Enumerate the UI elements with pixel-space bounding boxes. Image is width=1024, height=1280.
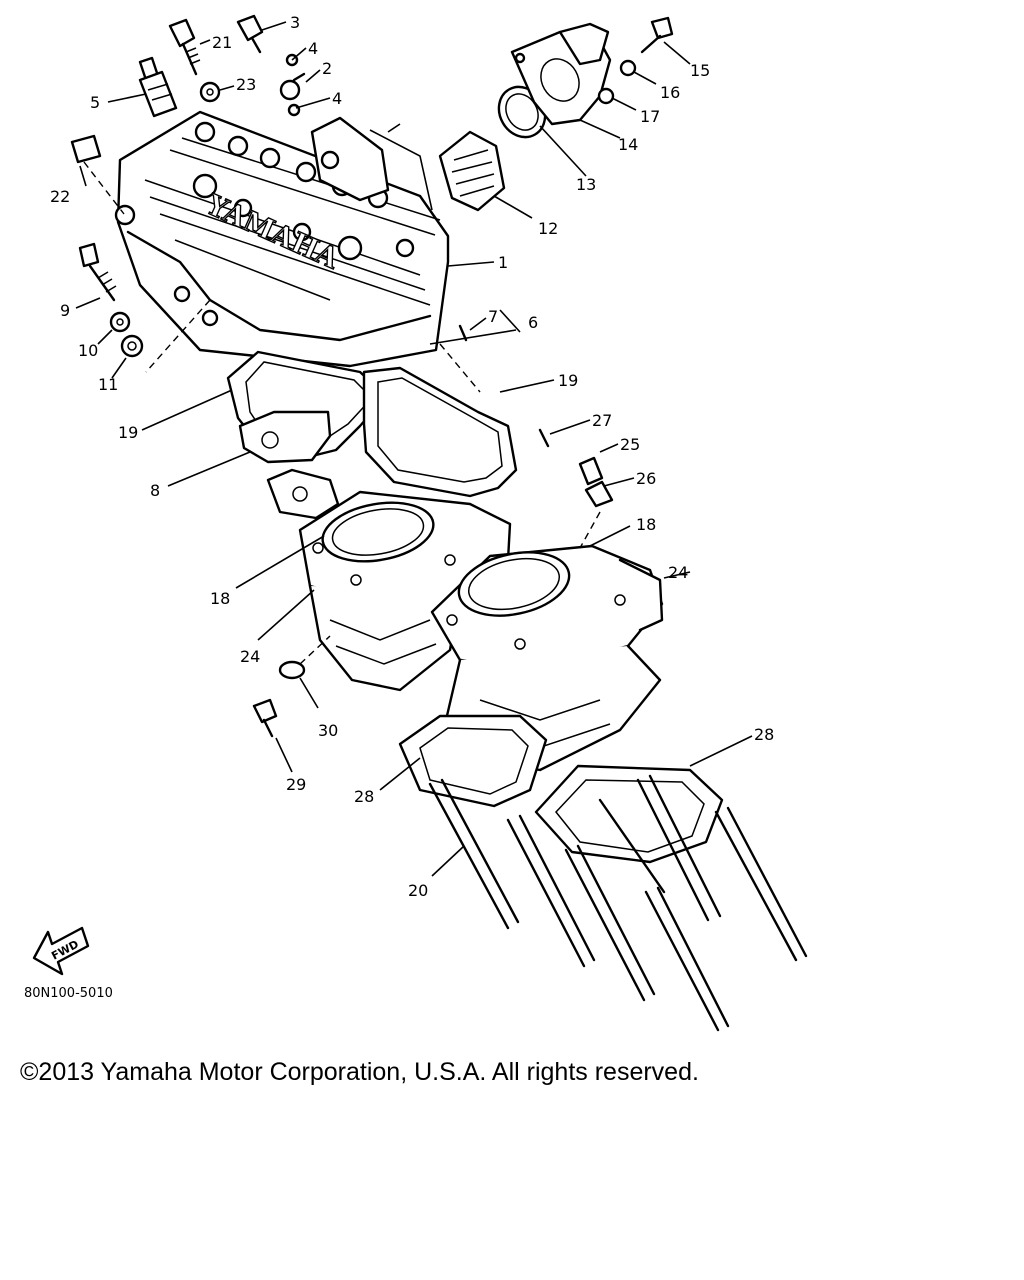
callout-27: 27 <box>592 411 612 430</box>
callout-16: 16 <box>660 83 680 102</box>
callout-19a: 19 <box>118 423 138 442</box>
callout-18a: 18 <box>210 589 230 608</box>
copyright-notice: ©2013 Yamaha Motor Corporation, U.S.A. A… <box>20 1058 699 1086</box>
callout-28a: 28 <box>354 787 374 806</box>
callout-23: 23 <box>236 75 256 94</box>
callout-24b: 24 <box>668 563 688 582</box>
callout-28b: 28 <box>754 725 774 744</box>
cylinder-head: YAMAHA <box>114 110 450 368</box>
callout-25: 25 <box>620 435 640 454</box>
stud-bolts <box>428 774 808 1032</box>
callout-29: 29 <box>286 775 306 794</box>
callout-1: 1 <box>498 253 508 272</box>
callout-18b: 18 <box>636 515 656 534</box>
leader-lines <box>75 21 753 877</box>
callout-22: 22 <box>50 187 70 206</box>
thermostat-group <box>438 16 674 212</box>
callout-labels: 1 2 3 4 4 5 6 7 8 9 10 11 12 13 14 15 16… <box>50 13 774 900</box>
cylinder-left <box>298 490 512 692</box>
callout-14: 14 <box>618 135 638 154</box>
callout-13: 13 <box>576 175 596 194</box>
callout-4b: 4 <box>332 89 342 108</box>
small-parts <box>252 324 614 738</box>
callout-7: 7 <box>488 307 498 326</box>
callout-26: 26 <box>636 469 656 488</box>
base-gaskets <box>398 714 724 864</box>
diagram-code: 80N100-5010 <box>24 986 113 1001</box>
callout-9: 9 <box>60 301 70 320</box>
callout-12: 12 <box>538 219 558 238</box>
callout-2: 2 <box>322 59 332 78</box>
exploded-parts-diagram: YAMAHA <box>32 13 808 1032</box>
callout-8: 8 <box>150 481 160 500</box>
callout-21: 21 <box>212 33 232 52</box>
callout-4a: 4 <box>308 39 318 58</box>
callout-10: 10 <box>78 341 98 360</box>
head-gaskets <box>226 350 518 520</box>
callout-20: 20 <box>408 881 428 900</box>
callout-17: 17 <box>640 107 660 126</box>
callout-30: 30 <box>318 721 338 740</box>
callout-15: 15 <box>690 61 710 80</box>
assembly-lines <box>83 161 601 665</box>
callout-19b: 19 <box>558 371 578 390</box>
callout-11: 11 <box>98 375 118 394</box>
callout-5: 5 <box>90 93 100 112</box>
callout-3: 3 <box>290 13 300 32</box>
callout-6: 6 <box>528 313 538 332</box>
callout-24a: 24 <box>240 647 260 666</box>
forward-direction-icon: FWD <box>32 926 90 976</box>
